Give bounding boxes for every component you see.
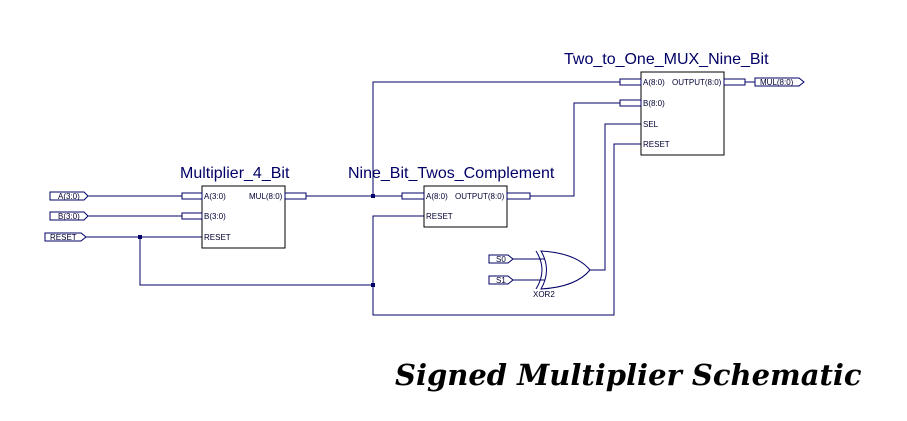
wire-reset-twos xyxy=(372,215,424,285)
port-a-in[interactable]: A(3:0) xyxy=(49,191,89,201)
twos-pin-output-stub xyxy=(506,192,531,200)
multiplier-pin-mul: MUL(8:0) xyxy=(249,192,283,201)
wire-xor-to-sel xyxy=(590,123,641,271)
wire-reset-branch xyxy=(139,237,373,286)
port-s1-label: S1 xyxy=(496,276,506,285)
twos-title: Nine_Bit_Twos_Complement xyxy=(348,165,555,182)
block-twos-complement[interactable]: Nine_Bit_Twos_Complement A(8:0) RESET OU… xyxy=(348,165,555,228)
diagram-caption: Signed Multiplier Schematic xyxy=(395,358,862,392)
wire-mul-to-mux-a xyxy=(372,81,620,196)
multiplier-pin-reset: RESET xyxy=(204,233,231,242)
multiplier-pin-a-stub xyxy=(181,192,203,200)
twos-body xyxy=(423,185,508,228)
multiplier-pin-a: A(3:0) xyxy=(204,192,226,201)
mux-body xyxy=(640,71,725,156)
xor2-body xyxy=(540,250,591,290)
wire-reset-mux xyxy=(372,143,641,316)
port-mul-out-label: MUL(8:0) xyxy=(760,78,794,87)
port-mul-out[interactable]: MUL(8:0) xyxy=(754,77,805,87)
port-a-in-label: A(3:0) xyxy=(58,192,80,201)
port-s1[interactable]: S1 xyxy=(488,275,514,285)
block-mux[interactable]: Two_to_One_MUX_Nine_Bit A(8:0) B(8:0) SE… xyxy=(564,51,769,156)
mux-pin-sel: SEL xyxy=(643,120,659,129)
multiplier-body xyxy=(201,185,286,249)
xor2-label: XOR2 xyxy=(533,290,555,299)
mux-pin-b: B(8:0) xyxy=(643,99,665,108)
twos-pin-output: OUTPUT(8:0) xyxy=(455,192,505,201)
mux-pin-a-stub xyxy=(619,78,642,86)
port-b-in-label: B(3:0) xyxy=(58,212,80,221)
multiplier-pin-mul-stub xyxy=(284,192,307,200)
junction-reset xyxy=(138,235,142,239)
mux-pin-output: OUTPUT(8:0) xyxy=(672,78,722,87)
port-reset-in[interactable]: RESET xyxy=(44,232,87,242)
port-reset-in-label: RESET xyxy=(50,233,77,242)
xor2-back-arc xyxy=(535,250,543,290)
xor2-gate[interactable]: XOR2 xyxy=(533,250,591,299)
mux-pin-output-stub xyxy=(723,78,746,86)
twos-pin-a: A(8:0) xyxy=(426,192,448,201)
port-b-in[interactable]: B(3:0) xyxy=(49,211,89,221)
wire-twos-to-mux-b xyxy=(530,102,620,197)
mux-pin-b-stub xyxy=(619,99,642,107)
twos-pin-reset: RESET xyxy=(426,212,453,221)
port-s0[interactable]: S0 xyxy=(488,254,514,264)
twos-pin-a-stub xyxy=(401,192,425,200)
mux-title: Two_to_One_MUX_Nine_Bit xyxy=(564,51,769,68)
multiplier-pin-b: B(3:0) xyxy=(204,212,226,221)
mux-pin-reset: RESET xyxy=(643,140,670,149)
multiplier-title: Multiplier_4_Bit xyxy=(180,165,290,182)
junction-mul xyxy=(371,194,375,198)
block-multiplier[interactable]: Multiplier_4_Bit A(3:0) B(3:0) RESET MUL… xyxy=(180,165,307,249)
mux-pin-a: A(8:0) xyxy=(643,78,665,87)
wires xyxy=(85,81,755,316)
port-s0-label: S0 xyxy=(496,255,506,264)
junction-reset-2 xyxy=(371,283,375,287)
multiplier-pin-b-stub xyxy=(181,212,203,220)
